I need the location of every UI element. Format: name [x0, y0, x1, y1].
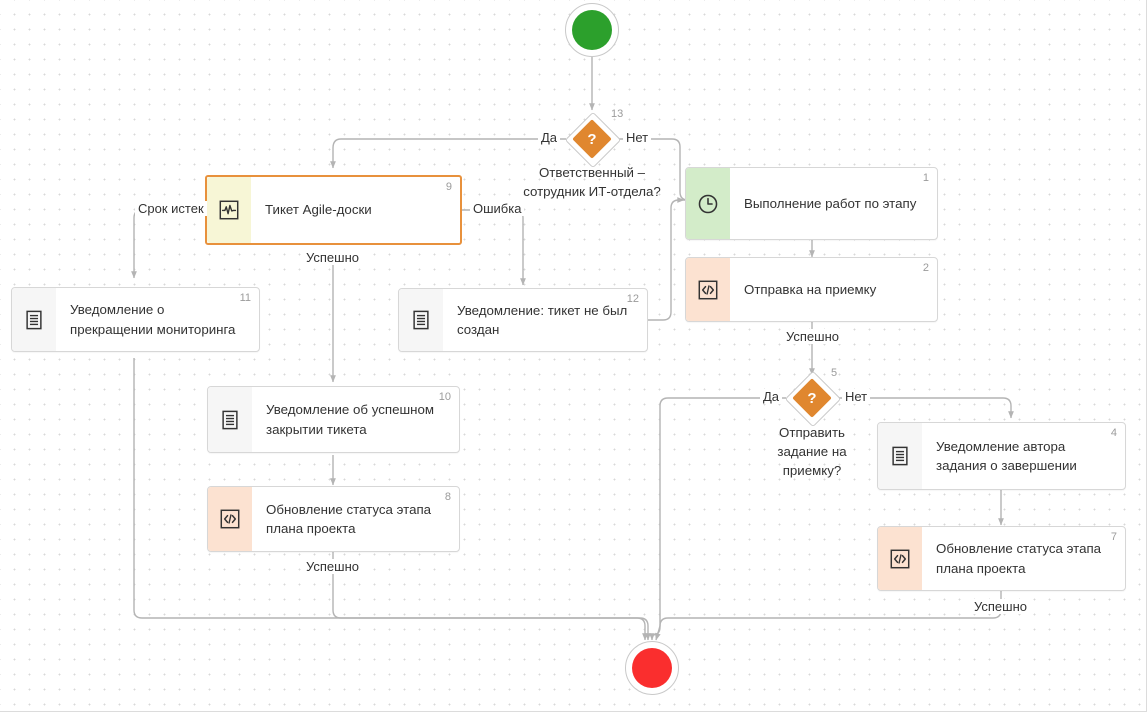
- node-7-update-stage-status[interactable]: Обновление статуса этапа плана проекта 7: [877, 526, 1126, 591]
- gateway-13[interactable]: ? 13: [564, 108, 623, 169]
- node-1-number: 1: [922, 172, 929, 184]
- edge-label-n8-ok: Успешно: [303, 559, 362, 574]
- node-11-label: Уведомление о прекращении мониторинга: [70, 302, 236, 337]
- node-8-update-stage-status[interactable]: Обновление статуса этапа плана проекта 8: [207, 486, 460, 552]
- edge-label-gw5-no: Нет: [842, 389, 871, 404]
- document-icon: [892, 446, 908, 466]
- edge-label-gw13-no: Нет: [623, 130, 652, 145]
- node-1-icon-pane: [686, 168, 730, 239]
- node-7-number: 7: [1110, 531, 1117, 543]
- edge-label-n7-ok: Успешно: [971, 599, 1030, 614]
- node-2-icon-pane: [686, 258, 730, 321]
- node-7-label: Обновление статуса этапа плана проекта: [936, 541, 1102, 576]
- edge-n9-error-to-n12: [462, 209, 526, 286]
- node-4-label: Уведомление автора задания о завершении: [936, 438, 1077, 473]
- end-event[interactable]: [625, 641, 679, 695]
- edge-label-n2-ok: Успешно: [783, 329, 842, 344]
- node-2-send-to-acceptance[interactable]: Отправка на приемку 2: [685, 257, 938, 322]
- document-icon: [26, 310, 42, 329]
- gateway-5-symbol: ?: [807, 389, 817, 407]
- node-12-ticket-not-created-notice[interactable]: Уведомление: тикет не был создан 12: [398, 288, 648, 352]
- node-4-icon-pane: [878, 423, 922, 489]
- gateway-13-symbol: ?: [587, 130, 597, 148]
- node-11-number: 11: [239, 292, 251, 304]
- node-11-monitoring-stopped-notice[interactable]: Уведомление о прекращении мониторинга 11: [11, 287, 260, 352]
- node-9-label: Тикет Agile-доски: [265, 202, 372, 218]
- edge-n8-ok-to-end: [332, 552, 648, 641]
- edge-n7-ok-to-end: [655, 591, 1002, 641]
- code-icon: [698, 280, 718, 299]
- clock-icon: [698, 194, 718, 213]
- edge-label-gw5-yes: Да: [760, 389, 783, 404]
- node-2-label: Отправка на приемку: [744, 281, 877, 297]
- edge-n12-to-n1: [648, 197, 685, 321]
- code-icon: [890, 549, 910, 568]
- node-8-label: Обновление статуса этапа плана проекта: [266, 501, 432, 536]
- node-8-icon-pane: [208, 487, 252, 551]
- node-2-number: 2: [922, 262, 929, 274]
- document-icon: [222, 410, 238, 429]
- node-1-label: Выполнение работ по этапу: [744, 195, 917, 211]
- node-9-number: 9: [445, 181, 452, 193]
- edge-label-gw13-yes: Да: [538, 130, 561, 145]
- gateway-13-caption: Ответственный – сотрудник ИТ-отдела?: [523, 165, 661, 199]
- gateway-5-number: 5: [831, 367, 838, 379]
- end-event-fill: [632, 648, 672, 688]
- code-icon: [220, 509, 240, 529]
- node-11-icon-pane: [12, 288, 56, 351]
- start-event[interactable]: [565, 3, 619, 57]
- node-7-icon-pane: [878, 527, 922, 590]
- activity-icon: [219, 200, 239, 220]
- gateway-13-number: 13: [611, 108, 624, 120]
- node-10-label: Уведомление об успешном закрытии тикета: [266, 402, 435, 437]
- node-12-icon-pane: [399, 289, 443, 351]
- node-10-icon-pane: [208, 387, 252, 452]
- start-event-fill: [572, 10, 612, 50]
- node-10-ticket-closed-notice[interactable]: Уведомление об успешном закрытии тикета …: [207, 386, 460, 453]
- node-4-number: 4: [1110, 427, 1117, 439]
- node-9-icon-pane: [207, 177, 251, 243]
- edge-label-n9-ok: Успешно: [303, 250, 362, 265]
- node-9-agile-ticket[interactable]: Тикет Agile-доски 9: [205, 175, 462, 245]
- node-4-author-completion-notice[interactable]: Уведомление автора задания о завершении …: [877, 422, 1126, 490]
- edge-label-n9-error: Ошибка: [470, 201, 525, 216]
- gateway-5-caption: Отправить задание на приемку?: [777, 425, 847, 478]
- node-12-label: Уведомление: тикет не был создан: [457, 302, 628, 337]
- document-icon: [413, 310, 429, 330]
- node-1-stage-execution[interactable]: Выполнение работ по этапу 1: [685, 167, 938, 240]
- node-10-number: 10: [438, 391, 451, 403]
- node-12-number: 12: [626, 293, 639, 305]
- edge-label-n9-timeout: Срок истек: [135, 201, 207, 216]
- node-8-number: 8: [444, 491, 451, 503]
- gateway-5[interactable]: ? 5: [784, 367, 842, 428]
- edge-n9-timeout-to-n11: [131, 209, 206, 279]
